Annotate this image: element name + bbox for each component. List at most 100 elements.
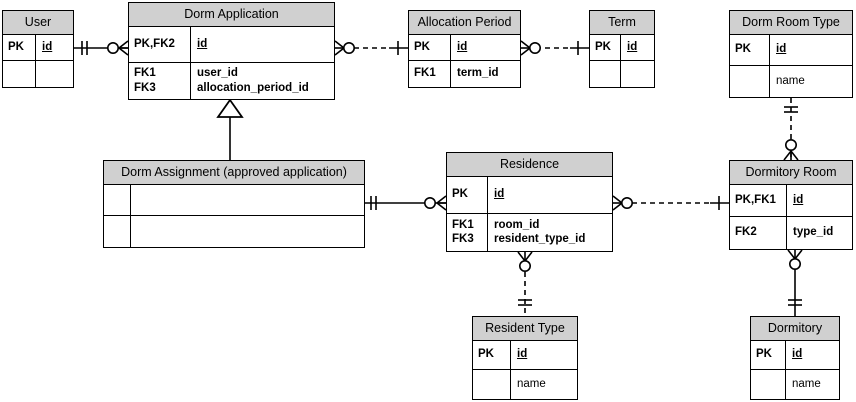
field-text: id xyxy=(457,40,468,53)
key-text: FK1 xyxy=(452,218,474,231)
key-text: PK,FK1 xyxy=(735,193,776,206)
attribute-row xyxy=(104,184,364,216)
entity-title-user: User xyxy=(3,11,73,35)
entity-title-dorm_assignment: Dorm Assignment (approved application) xyxy=(104,161,364,185)
field-text: type_id xyxy=(793,226,834,239)
field-text: id xyxy=(792,348,803,361)
key-cell: PK xyxy=(409,34,451,60)
entity-rows-user: PK id xyxy=(3,34,73,87)
relationship-allocation-period-term[interactable] xyxy=(520,40,589,56)
field-text: term_id xyxy=(457,67,499,80)
field-text: room_id xyxy=(494,218,540,231)
field-cell: id xyxy=(488,177,612,213)
key-text: FK3 xyxy=(452,233,474,245)
entity-dorm_assignment[interactable]: Dorm Assignment (approved application) xyxy=(103,160,365,248)
relationship-generalization-dorm-assignment[interactable] xyxy=(216,98,244,160)
field-cell: id xyxy=(787,185,852,216)
field-cell: id xyxy=(36,35,73,60)
field-cell xyxy=(621,61,654,87)
field-cell: id xyxy=(770,35,852,65)
key-text: PK xyxy=(478,348,494,361)
entity-title-dormitory: Dormitory xyxy=(751,317,839,341)
relationship-residence-resident-type[interactable] xyxy=(517,251,533,316)
key-cell xyxy=(3,60,36,87)
key-cell: PK,FK2 xyxy=(129,26,191,62)
relationship-dorm-assignment-residence[interactable] xyxy=(365,195,447,211)
entity-title-dorm_room_type: Dorm Room Type xyxy=(730,11,852,35)
relationship-residence-dormitory-room[interactable] xyxy=(612,195,729,211)
key-text: FK3 xyxy=(134,81,156,94)
key-cell: PK xyxy=(447,176,488,213)
attribute-row xyxy=(3,60,73,87)
attribute-row: PK id xyxy=(473,340,577,370)
key-cell xyxy=(590,60,621,87)
field-text: user_id xyxy=(197,67,238,80)
field-cell: name xyxy=(786,370,839,399)
field-text: id xyxy=(517,348,528,361)
attribute-row: PK id xyxy=(730,34,852,66)
field-cell: name xyxy=(511,370,577,399)
key-cell: FK1 xyxy=(409,60,451,87)
entity-title-term: Term xyxy=(590,11,654,35)
field-cell: id xyxy=(511,341,577,369)
relationship-dorm-room-type-dormitory-room[interactable] xyxy=(783,98,799,161)
field-text: allocation_period_id xyxy=(197,81,309,94)
key-text: PK xyxy=(735,43,751,56)
key-text: FK1 xyxy=(134,67,156,80)
attribute-row: name xyxy=(730,65,852,97)
attribute-row xyxy=(590,60,654,87)
key-cell: PK xyxy=(473,340,511,369)
relationship-dormitory-room-dormitory[interactable] xyxy=(787,249,803,316)
entity-rows-dormitory: PK id name xyxy=(751,340,839,399)
key-cell: PK xyxy=(751,340,786,369)
attribute-row xyxy=(104,215,364,247)
field-cell: type_id xyxy=(787,217,852,249)
attribute-row: PK,FK2 id xyxy=(129,26,334,63)
entity-title-dorm_application: Dorm Application xyxy=(129,3,334,27)
attribute-row: name xyxy=(751,369,839,399)
attribute-row: PK,FK1 id xyxy=(730,184,852,217)
field-cell xyxy=(131,185,364,215)
field-cell: name xyxy=(770,66,852,97)
attribute-row: PK id xyxy=(3,34,73,61)
key-cell xyxy=(751,369,786,399)
key-text: PK xyxy=(8,40,24,53)
field-cell xyxy=(36,61,73,87)
key-text: PK xyxy=(595,40,611,53)
field-text: id xyxy=(494,188,505,201)
key-cell: PK xyxy=(3,34,36,60)
entity-title-residence: Residence xyxy=(447,153,612,177)
field-cell xyxy=(131,216,364,247)
key-text: FK2 xyxy=(735,226,757,239)
field-cell: id xyxy=(191,27,334,62)
relationship-dorm-application-allocation-period[interactable] xyxy=(334,40,408,56)
entity-title-allocation_period: Allocation Period xyxy=(409,11,520,35)
relationship-user-dorm-application[interactable] xyxy=(74,40,129,56)
key-cell: PK xyxy=(590,34,621,60)
key-text: PK,FK2 xyxy=(134,37,175,50)
key-text: FK1 xyxy=(414,67,436,80)
attribute-row: PK id xyxy=(751,340,839,370)
field-text: name xyxy=(517,377,546,390)
entity-rows-dorm_assignment xyxy=(104,184,364,247)
